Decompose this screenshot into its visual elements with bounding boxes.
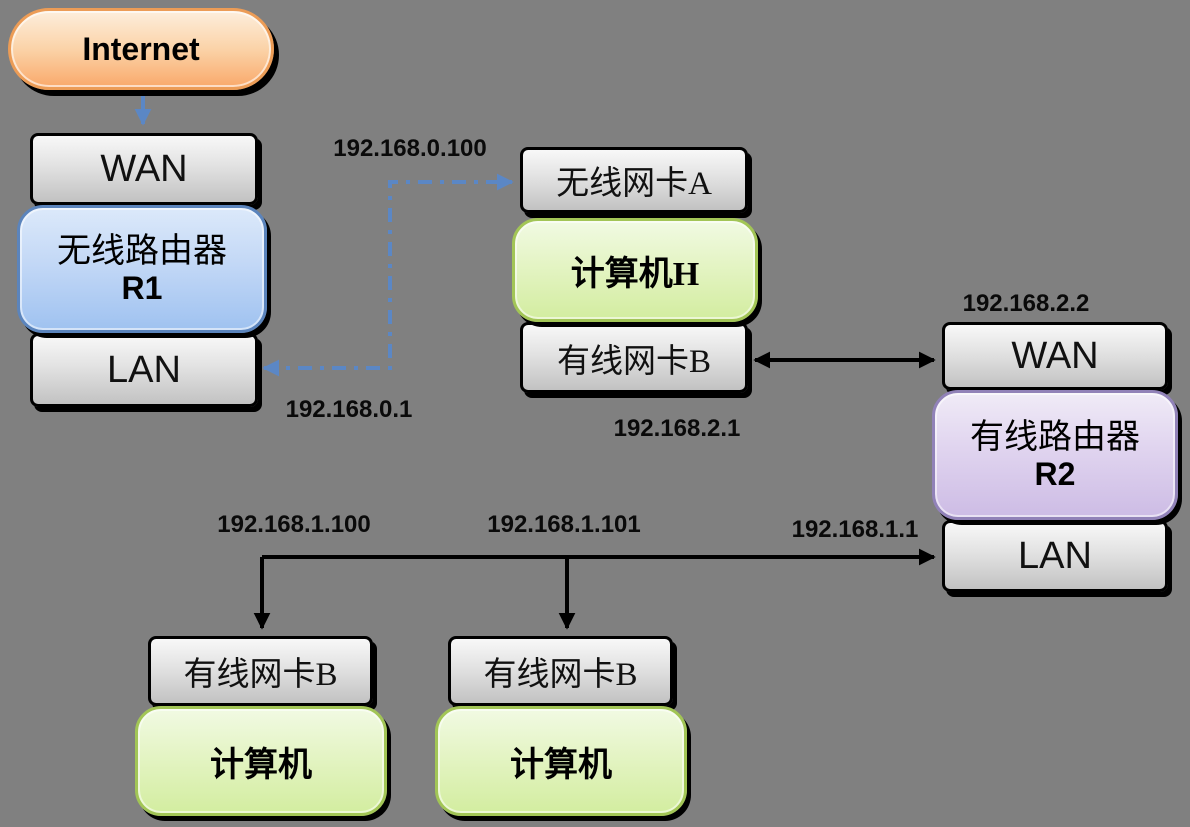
h-wireless-card: 无线网卡A [520, 147, 748, 213]
pc2-body: 计算机 [435, 706, 687, 816]
ip-label-h-wired: 192.168.2.1 [613, 415, 741, 442]
r2-name: 有线路由器 [970, 418, 1140, 456]
r2-router-body: 有线路由器 R2 [932, 390, 1178, 520]
r1-lan-label: LAN [107, 348, 181, 391]
r1-name: 无线路由器 [57, 232, 227, 270]
pc2-name: 计算机 [510, 746, 612, 784]
computer-h-body: 计算机H [512, 218, 758, 322]
ip-label-pc2: 192.168.1.101 [487, 511, 641, 538]
r1-wan-label: WAN [100, 147, 188, 190]
r1-lan-port: LAN [30, 333, 258, 407]
h-wireless-card-label: 无线网卡A [556, 166, 712, 202]
pc1-wired-card-label: 有线网卡B [183, 657, 338, 693]
r2-lan-port: LAN [942, 520, 1168, 592]
h-wired-card: 有线网卡B [520, 322, 748, 393]
r1-id: R1 [121, 269, 163, 306]
ip-label-r1-lan: 192.168.0.1 [285, 396, 413, 423]
pc2-wired-card-label: 有线网卡B [483, 657, 638, 693]
r1-router-body: 无线路由器 R1 [17, 205, 267, 333]
internet-node: Internet [8, 8, 274, 90]
pc1-body: 计算机 [135, 706, 387, 816]
r2-wan-port: WAN [942, 322, 1168, 390]
r2-id: R2 [1034, 455, 1076, 492]
internet-label: Internet [82, 30, 200, 67]
ip-label-r2-wan: 192.168.2.2 [962, 290, 1090, 317]
r1-wan-port: WAN [30, 133, 258, 205]
pc1-wired-card: 有线网卡B [148, 636, 373, 706]
computer-h-name: 计算机H [570, 255, 700, 293]
r2-wan-label: WAN [1011, 334, 1099, 377]
pc1-name: 计算机 [210, 746, 312, 784]
h-wired-card-label: 有线网卡B [556, 343, 711, 380]
ip-label-r2-lan: 192.168.1.1 [791, 516, 919, 543]
ip-label-pc1: 192.168.1.100 [217, 511, 371, 538]
r2-lan-label: LAN [1018, 534, 1092, 577]
pc2-wired-card: 有线网卡B [448, 636, 673, 706]
connector-wireless-link [262, 173, 514, 377]
ip-label-wireless-a: 192.168.0.100 [333, 135, 487, 162]
